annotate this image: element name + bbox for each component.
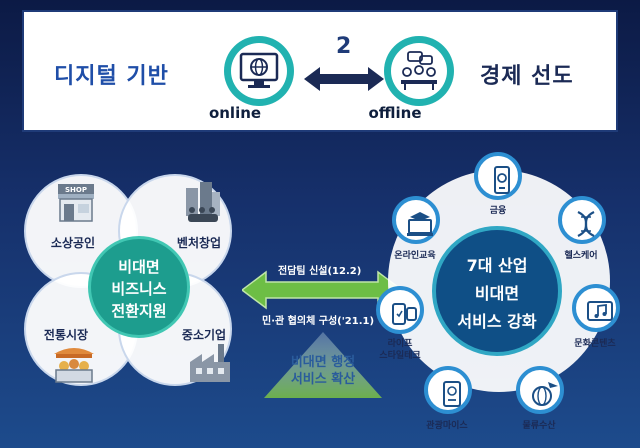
label-culture: 문화콘텐츠 <box>574 339 616 349</box>
buildings-people-icon <box>186 182 220 222</box>
caption-task-force: 전담팀 신설(12.2) <box>278 266 362 277</box>
passport-icon <box>443 381 461 407</box>
venn-center-circle: 비대면 비즈니스 전환지원 <box>88 236 190 338</box>
label-finance: 금융 <box>489 206 507 216</box>
triangle-shape <box>264 332 382 398</box>
banner-left-text: 디지털 기반 <box>54 64 169 89</box>
hub-center: 7대 산업 비대면 서비스 강화 <box>432 226 562 356</box>
label-sme: 중소기업 <box>181 328 227 342</box>
label-online-edu: 온라인교육 <box>394 251 436 261</box>
factory-icon <box>190 344 230 382</box>
green-double-arrow-icon <box>242 270 402 310</box>
computer-globe-icon <box>239 52 279 88</box>
shop-icon: SHOP <box>58 184 94 222</box>
step-number: 2 <box>336 34 352 59</box>
smartwatch-phone-icon <box>392 303 417 325</box>
caption-council: 민·관 협의체 구성('21.1) <box>262 316 375 327</box>
hub-line3: 서비스 강화 <box>457 312 537 331</box>
svg-text:SHOP: SHOP <box>65 186 87 194</box>
node-lifestyle <box>376 286 424 334</box>
hub-line2: 비대면 <box>474 284 520 303</box>
triangle-line2: 서비스 확산 <box>290 372 356 387</box>
mobile-finance-icon <box>494 166 510 194</box>
node-finance <box>474 152 522 200</box>
market-stall-icon <box>54 348 94 383</box>
label-tourism: 관광마이스 <box>426 421 468 431</box>
online-label: online <box>208 104 262 122</box>
venn-center-line3: 전환지원 <box>111 302 167 320</box>
offline-label: offline <box>368 104 422 122</box>
venn-center-line2: 비즈니스 <box>111 280 167 298</box>
online-badge <box>224 36 294 106</box>
label-small-business: 소상공인 <box>50 236 96 250</box>
triangle-line1: 비대면 행정 <box>290 355 356 370</box>
label-healthcare: 헬스케어 <box>564 251 598 261</box>
node-online-edu <box>392 196 440 244</box>
node-logistics <box>516 366 564 414</box>
dna-icon <box>577 211 595 237</box>
music-tablet-icon <box>587 301 613 321</box>
offline-badge <box>384 36 454 106</box>
label-lifestyle-line1: 라이프 <box>387 339 413 349</box>
label-lifestyle-line2: 스타일테크 <box>379 351 421 361</box>
label-logistics: 물류수산 <box>522 421 556 431</box>
top-banner: 디지털 기반 2 경제 선도 <box>22 10 618 132</box>
label-traditional-market: 전통시장 <box>43 328 89 342</box>
globe-plane-icon <box>532 382 558 406</box>
banner-right-text: 경제 선도 <box>480 64 574 89</box>
meeting-people-icon <box>401 51 437 90</box>
label-lifestyle: 라이프 스타일테크 <box>365 338 435 362</box>
venn-center-line1: 비대면 <box>118 258 160 276</box>
node-culture <box>572 284 620 332</box>
label-venture: 벤처창업 <box>176 236 222 250</box>
node-tourism <box>424 366 472 414</box>
graduation-laptop-icon <box>407 212 433 236</box>
hub-line1: 7대 산업 <box>466 256 528 275</box>
triangle-text: 비대면 행정 서비스 확산 <box>262 354 384 388</box>
node-healthcare <box>558 196 606 244</box>
double-arrow-icon <box>304 67 384 91</box>
